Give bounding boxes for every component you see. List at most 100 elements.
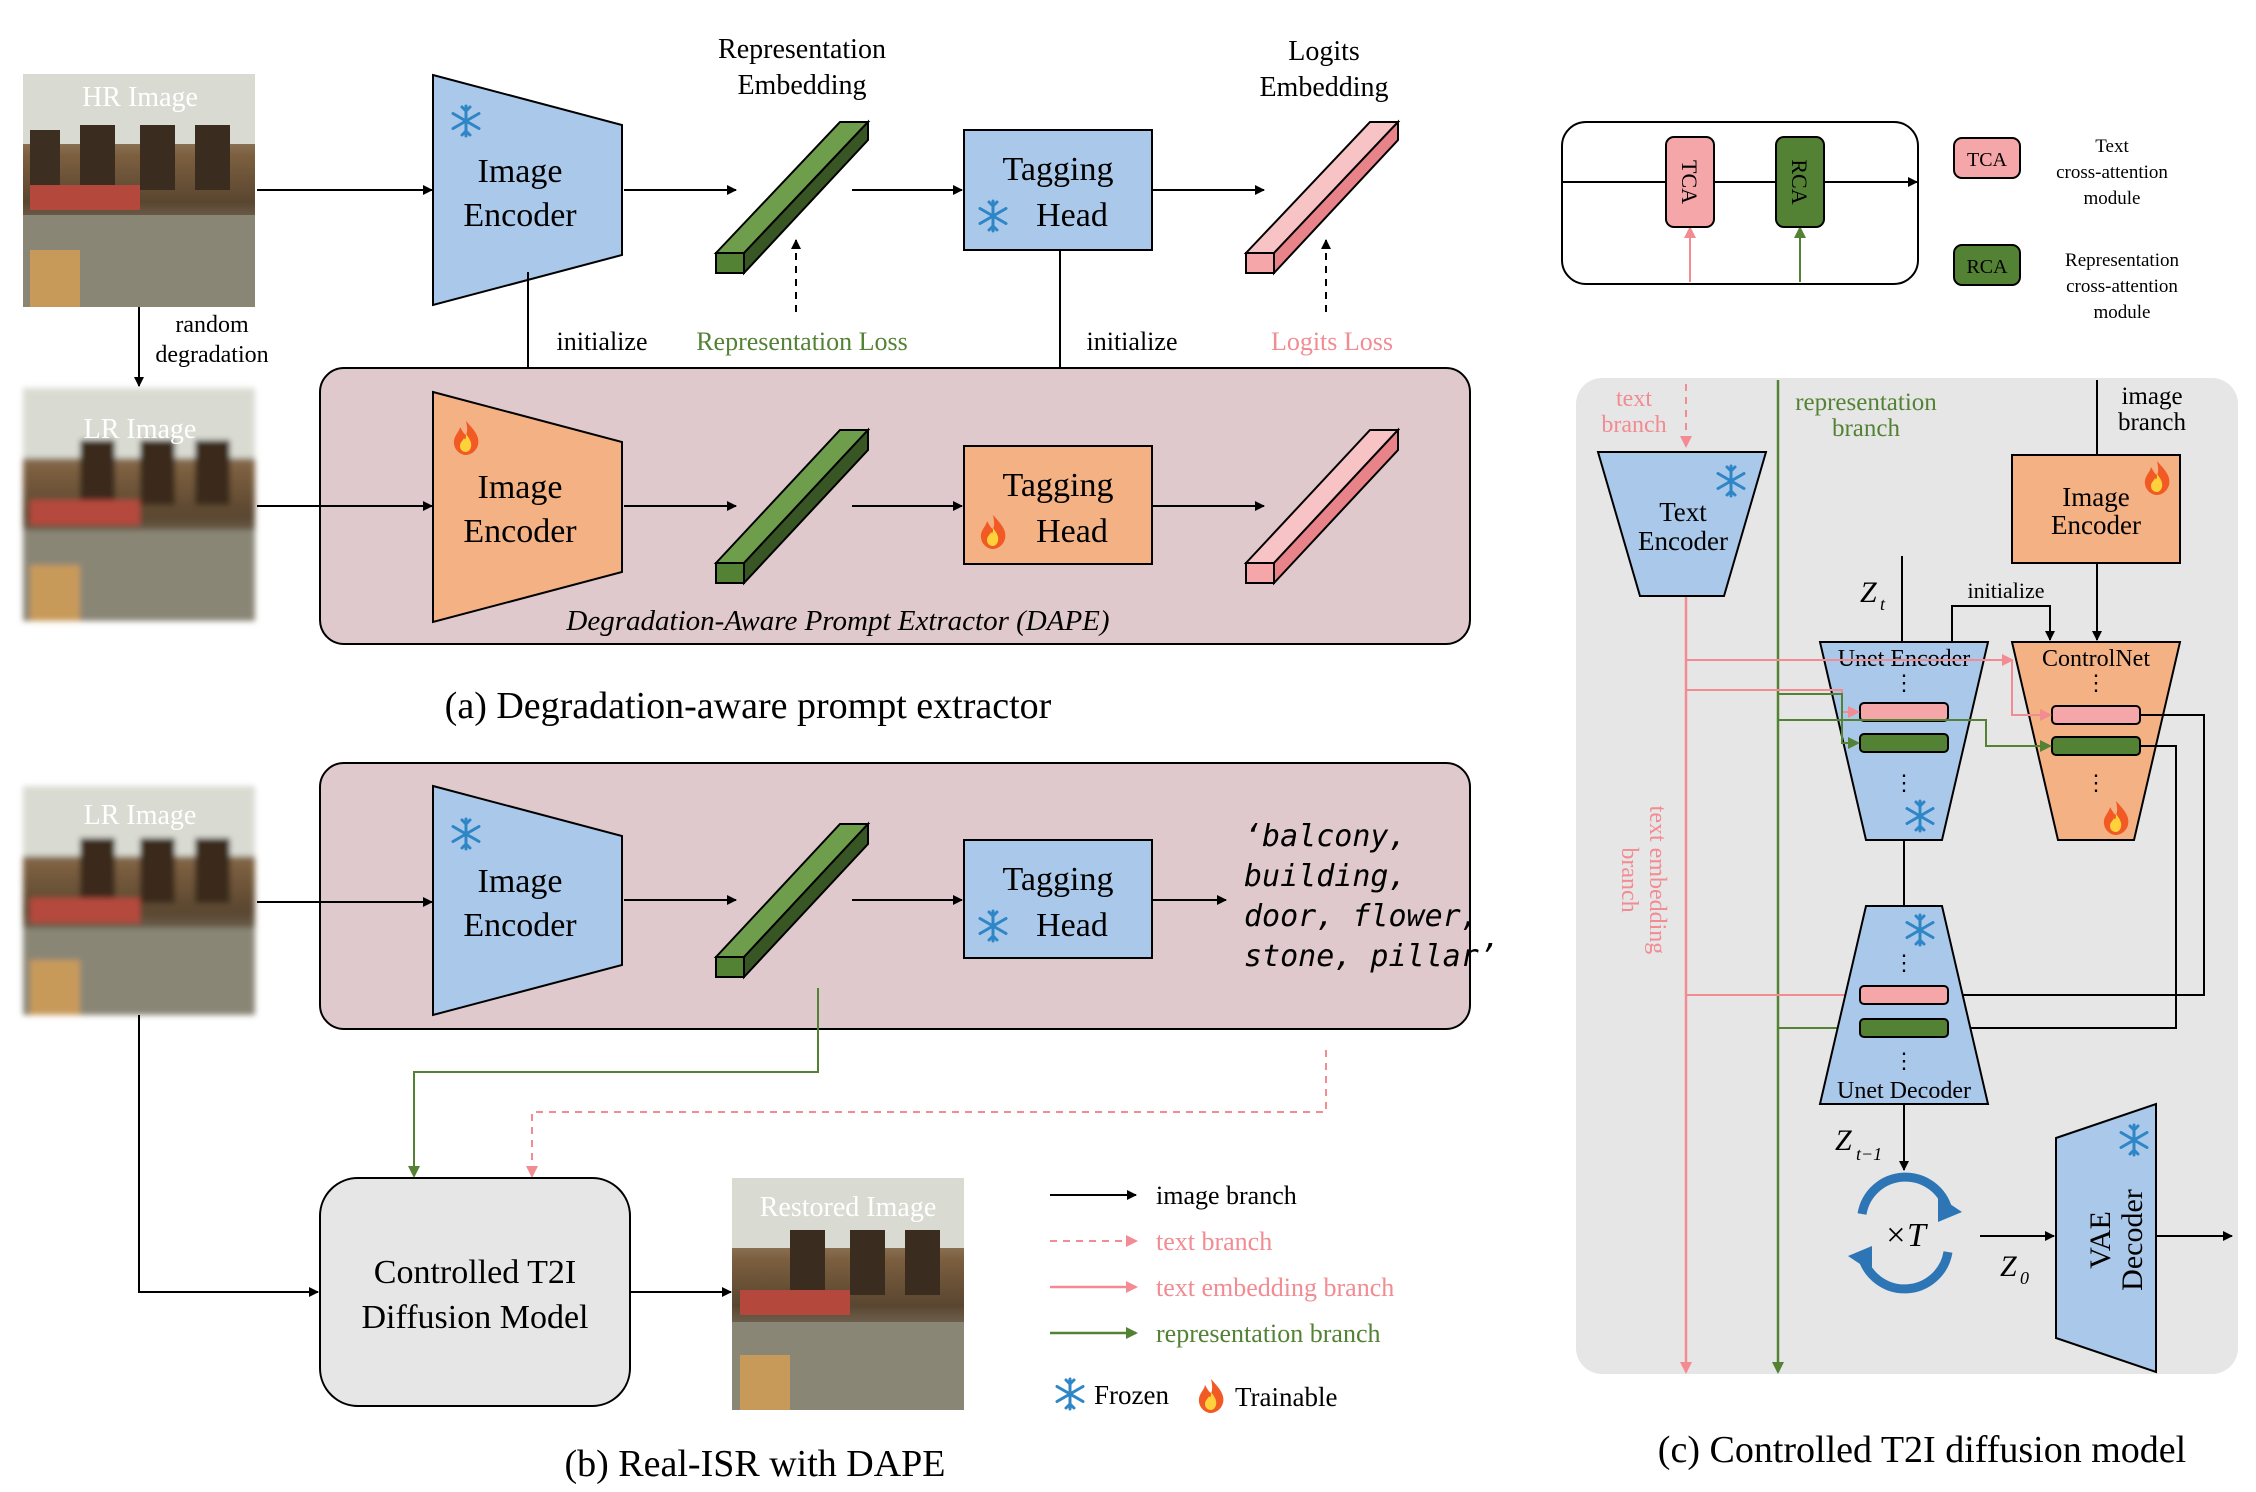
image-encoder-label: Encoder	[463, 197, 577, 234]
zt1-subscript: t−1	[1856, 1144, 1882, 1164]
image-encoder-frozen-top: Image Encoder	[432, 73, 623, 307]
panel-b-caption: (b) Real-ISR with DAPE	[564, 1443, 945, 1485]
rca-block	[2051, 736, 2141, 756]
restored-image: Restored Image	[732, 1178, 964, 1410]
tagging-head-label: Head	[1036, 197, 1108, 234]
random-degradation-label-1: random	[175, 312, 249, 338]
image-encoder-label: Encoder	[2051, 510, 2141, 540]
legend-frozen: Frozen	[1094, 1380, 1169, 1410]
fire-icon	[1198, 1379, 1224, 1413]
unet-decoder-label: Unet Decoder	[1837, 1078, 1971, 1104]
tagging-head-label: Head	[1036, 907, 1108, 944]
rca-desc: Representation	[2065, 250, 2179, 271]
hr-image-label: HR Image	[82, 82, 198, 113]
rca-label: RCA	[1787, 159, 1812, 204]
representation-embedding-label-2: Embedding	[737, 70, 866, 101]
representation-loss-label: Representation Loss	[696, 327, 908, 356]
tca-swatch-label: TCA	[1967, 149, 2008, 171]
tca-block	[2051, 705, 2141, 725]
lr-image-b: LR Image	[23, 786, 255, 1015]
dape-caption: Degradation-Aware Prompt Extractor (DAPE…	[565, 605, 1109, 637]
panel-c-background	[1576, 378, 2238, 1374]
svg-text:⋮: ⋮	[2085, 770, 2107, 795]
svg-text:⋮: ⋮	[1893, 1048, 1915, 1073]
controlnet: ControlNet ⋮ ⋮	[2010, 641, 2182, 841]
svg-text:⋮: ⋮	[1893, 950, 1915, 975]
panel-c-caption: (c) Controlled T2I diffusion model	[1658, 1429, 2186, 1471]
panel-a-caption: (a) Degradation-aware prompt extractor	[445, 685, 1052, 727]
image-encoder-c: Image Encoder	[2011, 454, 2181, 564]
tagging-head-label: Head	[1036, 513, 1108, 550]
text-encoder-label: Encoder	[1638, 526, 1728, 556]
text-branch-label: text	[1616, 386, 1652, 412]
svg-text:⋮: ⋮	[2085, 670, 2107, 695]
times-t-label: ×T	[1884, 1217, 1928, 1254]
tagging-head-trainable: Tagging Head	[963, 445, 1153, 565]
image-encoder-label: Image	[478, 863, 563, 900]
image-encoder-label: Image	[478, 469, 563, 506]
zt-label: Z	[1860, 576, 1877, 609]
initialize-label-c: initialize	[1968, 578, 2045, 603]
image-encoder-label: Encoder	[463, 513, 577, 550]
controlled-t2i-model	[319, 1177, 631, 1407]
representation-embedding-top	[713, 119, 871, 276]
tca-block	[1859, 702, 1949, 722]
tca-label: TCA	[1677, 160, 1702, 204]
rca-desc: cross-attention	[2066, 276, 2178, 297]
logits-embedding-top	[1243, 119, 1401, 276]
z0-subscript: 0	[2020, 1268, 2029, 1288]
logits-embedding-dape	[1243, 427, 1401, 586]
lr-image-b-label: LR Image	[84, 800, 197, 831]
unet-decoder: ⋮ ⋮ Unet Decoder	[1818, 905, 1990, 1105]
text-embedding-branch-label: branch	[1616, 847, 1642, 912]
image-encoder-label: Image	[2062, 482, 2129, 512]
module-legend: TCA RCA TCA Text cross-attention module …	[1561, 121, 2179, 323]
tca-block	[1859, 985, 1949, 1005]
text-branch-label: branch	[1601, 412, 1666, 438]
lr-image: LR Image	[23, 388, 255, 621]
legend-image-branch: image branch	[1156, 1181, 1297, 1210]
logits-embedding-label-2: Embedding	[1259, 72, 1388, 103]
tca-desc: cross-attention	[2056, 162, 2168, 183]
image-encoder-frozen-b: Image Encoder	[432, 784, 623, 1017]
tags-line-4: stone, pillar’	[1244, 939, 1497, 974]
image-encoder-trainable: Image Encoder	[432, 390, 623, 624]
z0-label: Z	[2000, 1250, 2017, 1283]
text-encoder-label: Text	[1659, 497, 1707, 527]
tagging-head-label: Tagging	[1003, 861, 1114, 898]
legend-text-branch: text branch	[1156, 1227, 1272, 1256]
loop-icon	[1848, 1172, 1962, 1294]
restored-image-label: Restored Image	[760, 1192, 937, 1223]
tagging-head-frozen-b: Tagging Head	[963, 839, 1153, 959]
legend-text-embedding-branch: text embedding branch	[1156, 1273, 1394, 1302]
rca-swatch-label: RCA	[1966, 256, 2008, 278]
initialize-label-head: initialize	[1087, 327, 1178, 356]
initialize-label-encoder: initialize	[557, 327, 648, 356]
zt1-label: Z	[1835, 1124, 1852, 1157]
vae-decoder-label: VAE	[2084, 1211, 2117, 1269]
tca-desc: module	[2084, 188, 2141, 209]
tagging-head-label: Tagging	[1003, 467, 1114, 504]
tags-line-2: building,	[1244, 859, 1407, 894]
zt-subscript: t	[1880, 594, 1886, 614]
rca-desc: module	[2094, 302, 2151, 323]
logits-loss-label: Logits Loss	[1271, 327, 1393, 356]
random-degradation-label-2: degradation	[155, 342, 268, 368]
t2i-label-2: Diffusion Model	[362, 1299, 589, 1336]
vae-decoder-label: Decoder	[2116, 1189, 2149, 1291]
vae-decoder: VAE Decoder	[2055, 1102, 2157, 1374]
image-encoder-label: Image	[478, 153, 563, 190]
image-encoder-label: Encoder	[463, 907, 577, 944]
tagging-head-frozen-top: Tagging Head	[963, 129, 1153, 251]
snowflake-icon	[1055, 1377, 1085, 1411]
legend-representation-branch: representation branch	[1156, 1319, 1381, 1348]
representation-branch-label: branch	[1832, 415, 1901, 442]
branch-legend: image branch text branch text embedding …	[1050, 1181, 1394, 1413]
image-branch-label: branch	[2118, 409, 2187, 436]
tags-line-1: ‘balcony,	[1244, 819, 1407, 854]
representation-embedding-label-1: Representation	[718, 34, 886, 65]
logits-embedding-label-1: Logits	[1288, 36, 1360, 67]
representation-branch-label: representation	[1795, 389, 1937, 416]
representation-embedding-dape	[713, 427, 871, 586]
